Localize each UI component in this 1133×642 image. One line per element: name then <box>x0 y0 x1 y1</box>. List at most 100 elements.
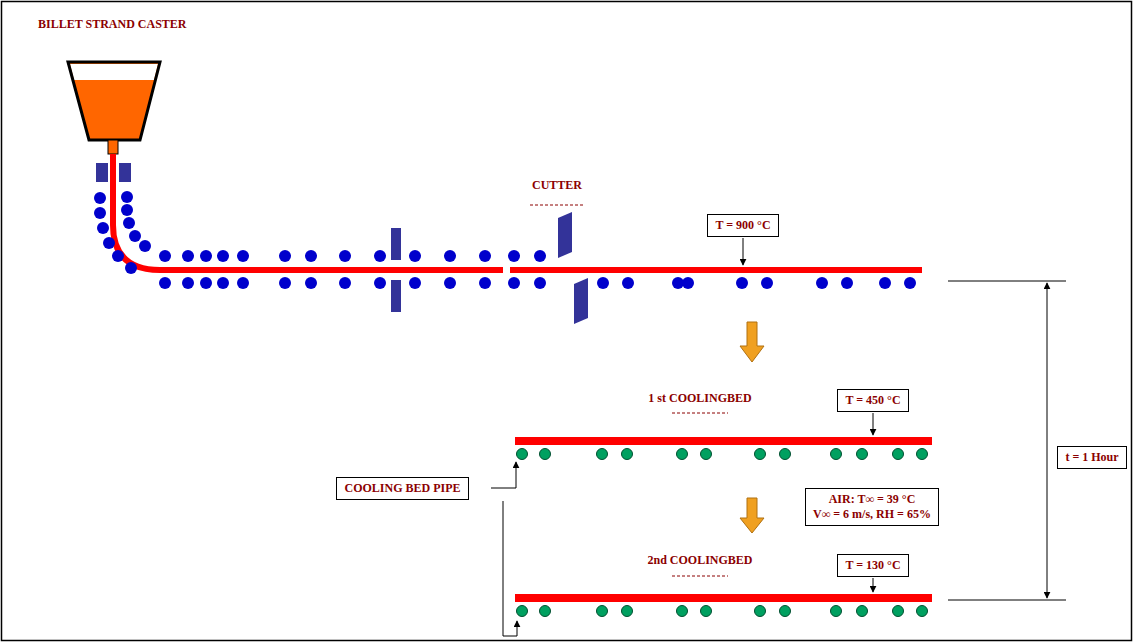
guide-roller <box>879 277 891 289</box>
tundish-melt <box>68 62 160 140</box>
box-text: t = 1 Hour <box>1065 450 1119 465</box>
guide-roller <box>409 277 421 289</box>
guide-roller <box>94 207 106 219</box>
guide-roller <box>237 277 249 289</box>
guide-roller <box>534 277 546 289</box>
cooling-bed-roller <box>597 606 608 617</box>
temperature-box: T = 450 °C <box>837 389 909 412</box>
part-label: CUTTER <box>532 178 582 193</box>
cooling-bed-roller <box>540 449 551 460</box>
nozzle <box>108 140 118 154</box>
cooling-bed-roller <box>857 449 868 460</box>
time-box: t = 1 Hour <box>1057 446 1127 469</box>
extension-line <box>948 600 1066 601</box>
withdrawal-roll <box>391 280 401 312</box>
guide-roller <box>305 250 317 262</box>
guide-roller <box>816 277 828 289</box>
guide-roller <box>508 277 520 289</box>
cooling-bed-roller <box>517 449 528 460</box>
guide-roller <box>479 277 491 289</box>
guide-roller <box>761 277 773 289</box>
guide-roller <box>217 277 229 289</box>
guide-roller <box>237 250 249 262</box>
label-dash <box>530 205 584 206</box>
temperature-box: T = 130 °C <box>837 554 909 577</box>
pipe-leader <box>491 462 516 488</box>
cooling-bed-1 <box>515 437 932 445</box>
guide-roller <box>597 277 609 289</box>
cooling-bed-roller <box>893 449 904 460</box>
guide-roller <box>121 191 133 203</box>
cooling-bed-roller <box>857 606 868 617</box>
cooling-bed-roller <box>831 449 842 460</box>
guide-roller <box>534 250 546 262</box>
pipe-leader <box>503 501 517 636</box>
cooling-bed-2 <box>515 594 932 602</box>
guide-roller <box>103 237 115 249</box>
diagram-title: BILLET STRAND CASTER <box>38 17 187 32</box>
guide-roller <box>444 250 456 262</box>
guide-roller <box>200 250 212 262</box>
guide-roller <box>129 230 141 242</box>
transfer-arrow <box>740 498 764 533</box>
guide-roller <box>279 250 291 262</box>
strand <box>113 154 503 270</box>
cooling-bed-roller <box>677 449 688 460</box>
guide-roller <box>123 217 135 229</box>
cooling-bed-roller <box>893 606 904 617</box>
box-text: V∞ = 6 m/s, RH = 65% <box>813 507 931 522</box>
guide-roller <box>182 277 194 289</box>
guide-roller <box>339 277 351 289</box>
cooling-bed-roller <box>780 449 791 460</box>
guide-roller <box>139 240 151 252</box>
box-text: T = 130 °C <box>845 558 901 573</box>
cooling-bed-roller <box>677 606 688 617</box>
box-text: AIR: T∞ = 39 °C <box>813 492 931 507</box>
cooling-bed-roller <box>755 606 766 617</box>
cooling-bed-roller <box>597 449 608 460</box>
guide-roller <box>159 250 171 262</box>
leader-arrow <box>873 413 874 435</box>
cooling-bed-roller <box>701 449 712 460</box>
guide-roller <box>125 262 137 274</box>
guide-roller <box>841 277 853 289</box>
guide-roller <box>508 250 520 262</box>
label-dash <box>672 576 728 577</box>
cooling-bed-roller <box>780 606 791 617</box>
extension-line <box>948 281 1066 282</box>
leader-arrow <box>873 578 874 592</box>
cooling-bed-roller <box>517 606 528 617</box>
cutter-blade <box>574 278 588 324</box>
cutter-blade <box>558 212 572 258</box>
air-condition-box: AIR: T∞ = 39 °CV∞ = 6 m/s, RH = 65% <box>805 488 939 526</box>
box-text: T = 450 °C <box>845 393 901 408</box>
tundish-outline <box>68 62 160 140</box>
guide-roller <box>479 250 491 262</box>
cooling-bed-roller <box>755 449 766 460</box>
cooling-bed-roller <box>622 606 633 617</box>
guide-roller <box>444 277 456 289</box>
cooling-bed-roller <box>917 606 928 617</box>
guide-roller <box>374 277 386 289</box>
cooling-bed-roller <box>540 606 551 617</box>
label-dash <box>672 413 728 414</box>
mould <box>119 163 131 182</box>
guide-roller <box>736 277 748 289</box>
guide-roller <box>622 277 634 289</box>
cut-billet <box>510 267 922 273</box>
temperature-box: T = 900 °C <box>707 214 779 237</box>
cooling-bed-roller <box>917 449 928 460</box>
guide-roller <box>305 277 317 289</box>
part-label: 2nd COOLINGBED <box>647 553 752 568</box>
guide-roller <box>121 204 133 216</box>
guide-roller <box>339 250 351 262</box>
guide-roller <box>409 250 421 262</box>
guide-roller <box>97 222 109 234</box>
part-label: 1 st COOLINGBED <box>648 391 751 406</box>
callout-box: COOLING BED PIPE <box>336 477 469 500</box>
guide-roller <box>112 250 124 262</box>
guide-roller <box>374 250 386 262</box>
